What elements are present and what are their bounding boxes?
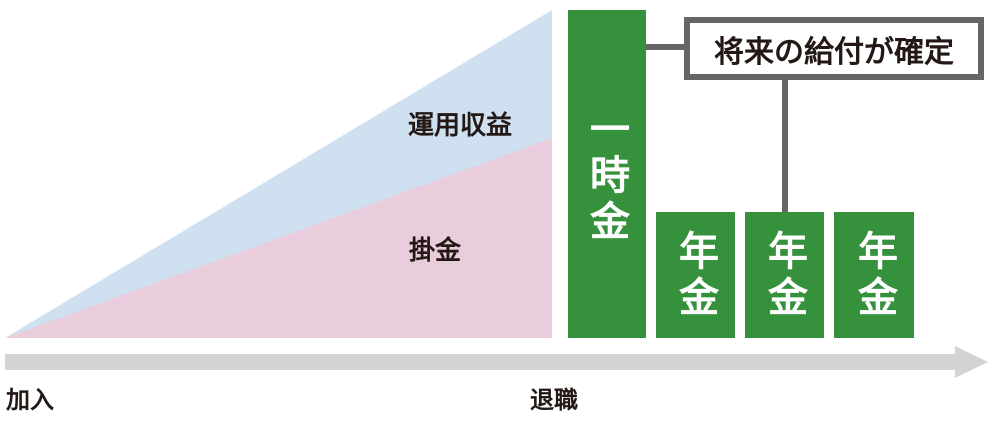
- pension-bar-2: [745, 212, 824, 338]
- contributions-label: 掛金: [409, 236, 462, 266]
- lump-sum-text: 一時金: [583, 108, 629, 246]
- timeline-axis: [5, 354, 960, 370]
- benefit-fixed-label: 将来の給付が確定: [714, 34, 954, 70]
- benefit-fixed-callout: 将来の給付が確定: [684, 17, 984, 80]
- pension-text-2: 年金: [761, 230, 807, 322]
- lump-sum-bar: [568, 10, 646, 338]
- pension-bar-1: [656, 212, 735, 338]
- pension-text-1: 年金: [672, 230, 718, 322]
- timeline-arrowhead: [955, 346, 988, 378]
- pension-bar-3: [834, 212, 914, 338]
- investment-returns-label: 運用収益: [408, 111, 513, 141]
- retirement-label: 退職: [530, 386, 578, 414]
- pension-text-3: 年金: [851, 230, 897, 322]
- contributions-area: [5, 138, 552, 338]
- join-label: 加入: [6, 386, 54, 414]
